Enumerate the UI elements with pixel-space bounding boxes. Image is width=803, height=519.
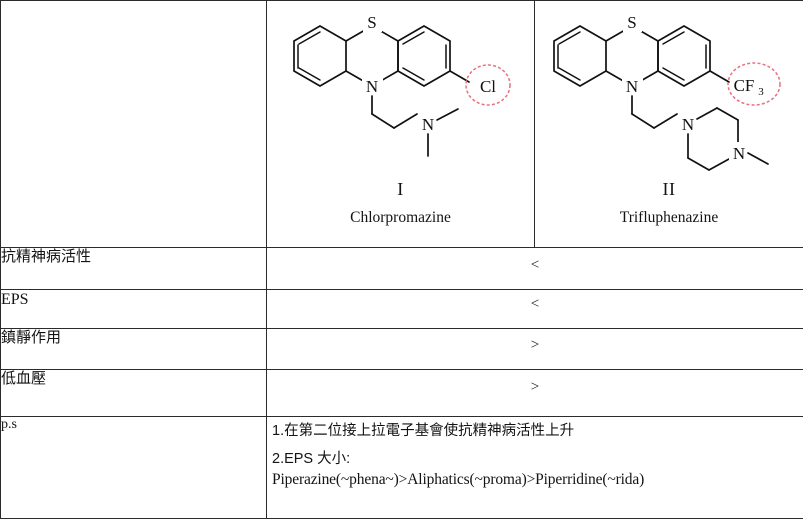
note-line-2-heading: 2.EPS 大小: <box>272 450 803 469</box>
row-value-hypotension: > <box>267 370 803 417</box>
structure-cell-trifluphenazine: S N N <box>535 1 803 248</box>
atom-label-ring-nitrogen-2: N <box>626 77 638 96</box>
substituent-label-cl: Cl <box>479 77 495 96</box>
structure-wrap-trifluphenazine: S N N <box>535 1 803 245</box>
note-line-1: 1.在第二位接上拉電子基會使抗精神病活性上升 <box>272 422 803 441</box>
comparison-symbol-hypotension: > <box>267 370 803 396</box>
substituent-label-cf3-subscript: 3 <box>758 86 764 98</box>
row-label-sedation: 鎮靜作用 <box>1 329 267 370</box>
row-label-notes: p.s <box>1 417 267 519</box>
atom-label-piperazine-n4: N <box>733 144 745 163</box>
corner-cell <box>1 1 267 248</box>
trifluphenazine-structure-diagram: S N N <box>540 1 798 181</box>
structure-wrap-chlorpromazine: S N N <box>267 1 534 245</box>
note-line-2-order: Piperazine(~phena~)>Aliphatics(~proma)>P… <box>272 470 803 490</box>
atom-label-amine-nitrogen-1: N <box>421 115 433 134</box>
notes-cell: 1.在第二位接上拉電子基會使抗精神病活性上升 2.EPS 大小: Piperaz… <box>267 417 803 519</box>
atom-label-sulfur-1: S <box>367 13 376 32</box>
comparison-symbol-antipsychotic-activity: < <box>267 248 803 274</box>
table-row-hypotension: 低血壓 > <box>1 370 803 417</box>
table-row-antipsychotic-activity: 抗精神病活性 < <box>1 248 803 290</box>
row-label-antipsychotic-activity: 抗精神病活性 <box>1 248 267 290</box>
notes-container: 1.在第二位接上拉電子基會使抗精神病活性上升 2.EPS 大小: Piperaz… <box>267 417 803 491</box>
table-row-sedation: 鎮靜作用 > <box>1 329 803 370</box>
row-label-eps: EPS <box>1 290 267 329</box>
chlorpromazine-structure-diagram: S N N <box>272 1 530 181</box>
row-label-hypotension: 低血壓 <box>1 370 267 417</box>
structure-cell-chlorpromazine: S N N <box>267 1 535 248</box>
compound-name-trifluphenazine: Trifluphenazine <box>535 209 803 227</box>
row-value-sedation: > <box>267 329 803 370</box>
table-row-notes: p.s 1.在第二位接上拉電子基會使抗精神病活性上升 2.EPS 大小: Pip… <box>1 417 803 519</box>
substituent-label-cf: CF <box>734 76 755 95</box>
compound-roman-numeral-2: II <box>535 179 803 200</box>
row-value-eps: < <box>267 290 803 329</box>
atom-label-piperazine-n1: N <box>682 115 694 134</box>
atom-label-sulfur-2: S <box>627 13 636 32</box>
table-row-structures: S N N <box>1 1 803 248</box>
comparison-symbol-eps: < <box>267 290 803 313</box>
compound-roman-numeral-1: I <box>267 179 534 200</box>
atom-label-ring-nitrogen-1: N <box>365 77 377 96</box>
compound-name-chlorpromazine: Chlorpromazine <box>267 209 534 227</box>
comparison-symbol-sedation: > <box>267 329 803 354</box>
table-row-eps: EPS < <box>1 290 803 329</box>
row-value-antipsychotic-activity: < <box>267 248 803 290</box>
